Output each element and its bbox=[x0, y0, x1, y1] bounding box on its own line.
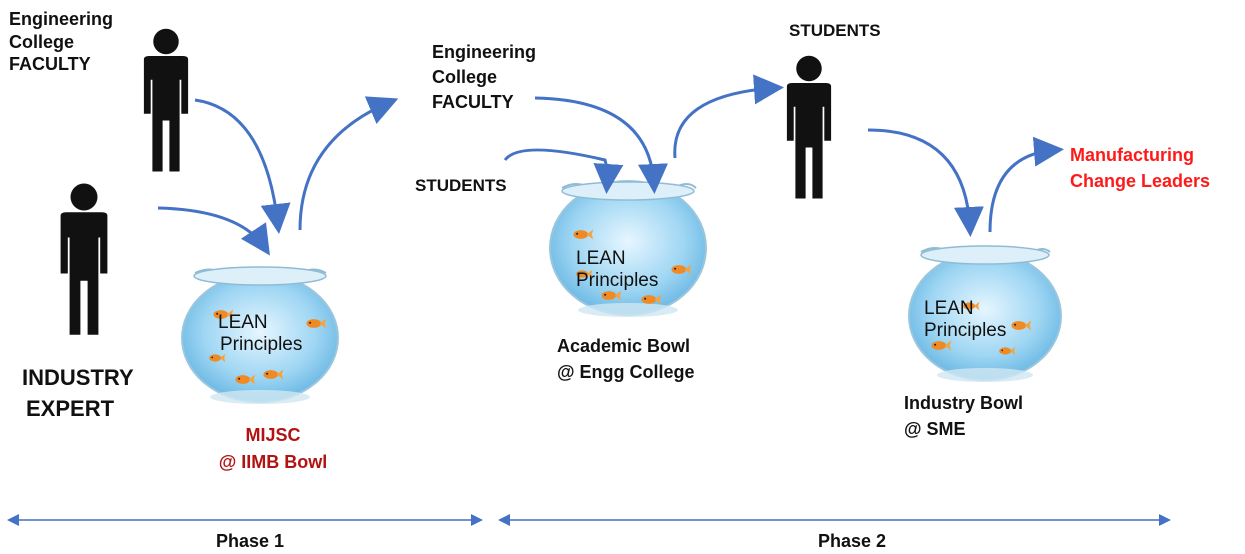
students-label-left: STUDENTS bbox=[415, 176, 507, 195]
students-label-top: STUDENTS bbox=[789, 21, 881, 40]
mijsc-bowl bbox=[181, 266, 339, 404]
arrow-expert-to-bowl1 bbox=[157, 206, 270, 256]
arrow-bowl3-to-leaders bbox=[988, 136, 1064, 233]
industry-expert-figure bbox=[60, 183, 108, 335]
bowl3-text: LEAN Principles bbox=[924, 298, 1007, 341]
phase1-label: Phase 1 bbox=[216, 531, 285, 551]
bowl1-text: LEAN Principles bbox=[218, 312, 303, 355]
bowl2-text: LEAN Principles bbox=[576, 248, 659, 291]
flow-arrows bbox=[157, 74, 1064, 256]
faculty-label-mid: Engineering College FACULTY bbox=[432, 42, 537, 113]
phase2-label: Phase 2 bbox=[818, 531, 887, 551]
industry-bowl-label: Industry Bowl @ SME bbox=[904, 393, 1024, 440]
manufacturing-change-leaders-label: Manufacturing Change Leaders bbox=[1070, 145, 1211, 192]
students-figure bbox=[786, 55, 832, 199]
arrow-students-to-bowl3 bbox=[867, 128, 984, 237]
academic-bowl bbox=[549, 180, 707, 317]
mijsc-bowl-label: MIJSC @ IIMB Bowl bbox=[218, 425, 328, 472]
faculty-figure-left bbox=[143, 28, 189, 172]
arrow-faculty-to-bowl2 bbox=[534, 96, 668, 194]
arrow-bowl2-to-students bbox=[673, 74, 784, 159]
academic-bowl-label: Academic Bowl @ Engg College bbox=[557, 336, 695, 383]
faculty-label-left: Engineering College FACULTY bbox=[9, 9, 114, 74]
industry-expert-label: INDUSTRY EXPERT bbox=[22, 365, 134, 421]
arrow-students-to-bowl2 bbox=[503, 148, 624, 194]
industry-bowl bbox=[908, 245, 1062, 382]
arrow-bowl1-to-faculty bbox=[298, 96, 399, 231]
arrow-faculty-to-bowl1 bbox=[194, 98, 291, 234]
